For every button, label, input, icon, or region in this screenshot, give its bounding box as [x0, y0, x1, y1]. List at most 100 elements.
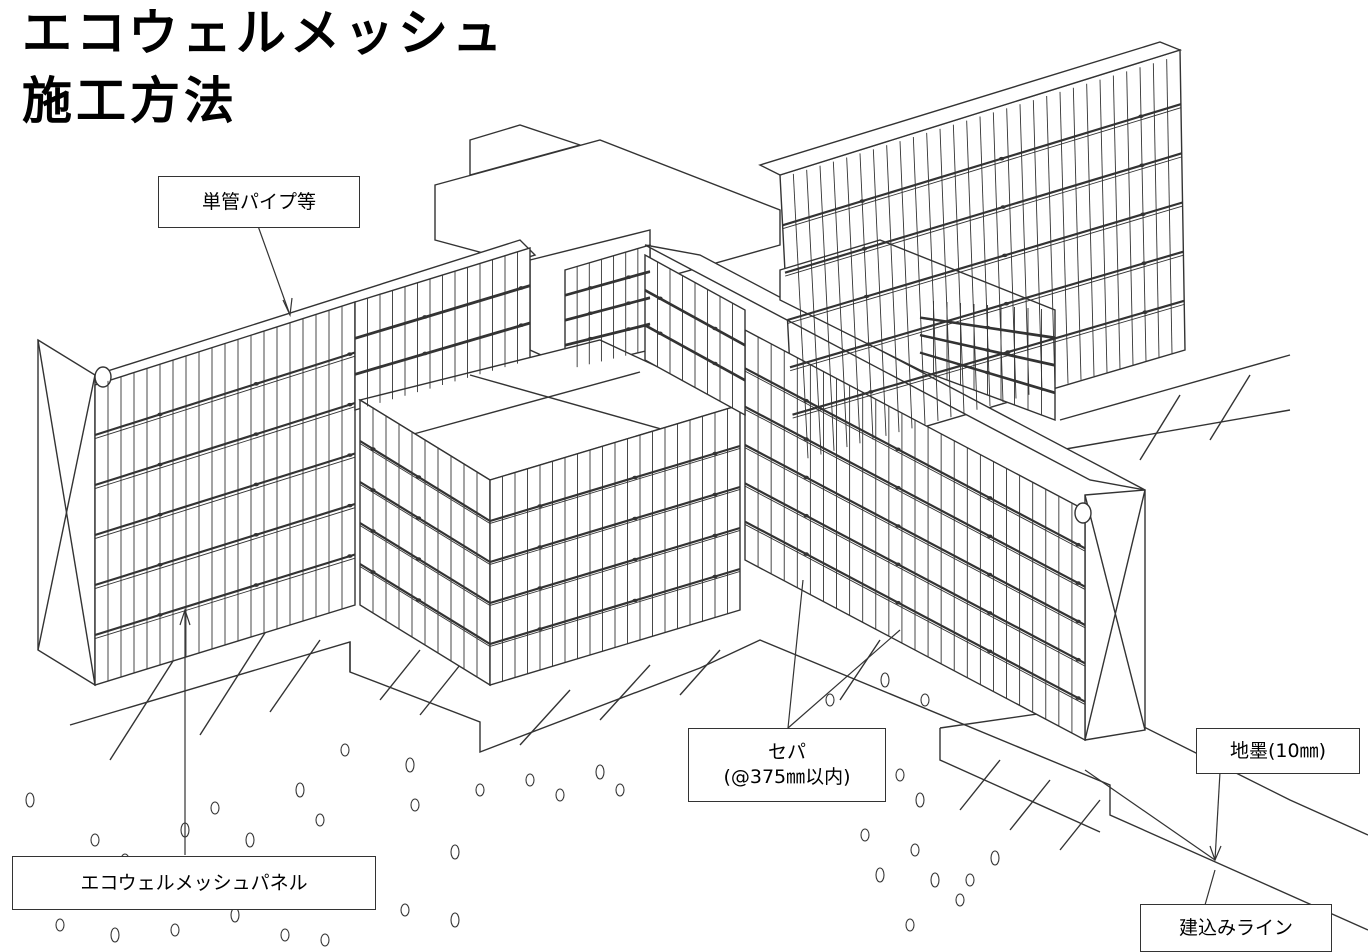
- mesh-line: [94, 456, 356, 540]
- tie-dot: [895, 524, 901, 528]
- tie-dot: [157, 562, 163, 567]
- tie-dot: [1075, 696, 1081, 700]
- tie-dot: [253, 432, 259, 436]
- mesh-line: [489, 489, 741, 565]
- mesh-line: [792, 299, 1185, 416]
- tie-dot: [712, 574, 718, 579]
- tie-dot: [253, 532, 259, 537]
- tie-dot: [859, 199, 865, 203]
- mesh-lines: [94, 59, 1185, 734]
- tie-dot: [803, 552, 809, 556]
- tie-dot: [987, 572, 993, 577]
- mesh-line: [94, 557, 356, 640]
- tie-dot: [518, 323, 524, 328]
- mesh-line: [359, 525, 491, 606]
- mesh-line: [744, 485, 1086, 667]
- tie-dot: [866, 342, 872, 347]
- tie-dot: [712, 492, 718, 497]
- mesh-line: [644, 290, 746, 347]
- tie-dot: [626, 301, 632, 305]
- mesh-line: [489, 444, 741, 523]
- tie-dot: [253, 482, 259, 487]
- mesh-line: [94, 355, 356, 440]
- mesh-line: [94, 351, 356, 437]
- tie-dot: [537, 504, 543, 508]
- tie-dot: [657, 296, 663, 301]
- mesh-line: [787, 201, 1183, 322]
- tie-dot: [347, 352, 353, 356]
- tie-dot: [987, 649, 993, 654]
- tie-dot: [253, 382, 259, 386]
- tie-dot: [803, 437, 809, 441]
- tie-dot: [632, 557, 638, 562]
- mesh-line: [564, 272, 651, 297]
- tie-dot: [803, 513, 809, 518]
- ground-hatching: [109, 374, 1251, 851]
- tie-dot: [347, 402, 353, 407]
- mesh-line: [489, 571, 741, 647]
- mesh-line: [359, 566, 491, 647]
- tie-dot: [347, 554, 353, 558]
- tie-dot: [587, 311, 594, 316]
- tie-dot: [347, 503, 353, 508]
- tie-dot: [370, 447, 376, 451]
- tie-dot: [1003, 301, 1009, 306]
- tie-dot: [253, 583, 259, 587]
- tie-dot: [1075, 581, 1081, 585]
- mesh-line: [94, 502, 356, 587]
- callout-panel-label: エコウェルメッシュパネル: [80, 871, 308, 894]
- mesh-line: [94, 401, 356, 487]
- tie-dot: [1000, 205, 1006, 209]
- callout-separator-spacing: (@375㎜以内): [723, 766, 851, 788]
- tie-dot: [370, 570, 376, 574]
- tie-dot: [518, 286, 524, 290]
- tie-dot: [895, 600, 901, 605]
- callout-pipe: 単管パイプ等: [158, 176, 360, 228]
- tie-dot: [537, 627, 543, 631]
- tie-dot: [895, 485, 901, 490]
- tie-dot: [1139, 163, 1145, 168]
- mesh-line: [784, 152, 1182, 274]
- tie-dot: [347, 453, 353, 457]
- tie-dot: [587, 286, 594, 290]
- callout-install-line-label: 建込みライン: [1178, 916, 1293, 939]
- tie-dot: [415, 516, 422, 520]
- tie-dot: [987, 496, 993, 500]
- mesh-line: [489, 530, 741, 606]
- mesh-line: [789, 250, 1184, 369]
- mesh-line: [744, 482, 1086, 665]
- tie-dot: [415, 475, 422, 479]
- tie-dot: [1005, 350, 1011, 354]
- mesh-line: [744, 524, 1086, 705]
- page-title: エコウェルメッシュ: [22, 4, 506, 62]
- mesh-line: [354, 284, 531, 340]
- tie-dot: [987, 534, 993, 539]
- page-subtitle: 施工方法: [22, 72, 238, 130]
- mesh-line: [489, 485, 741, 564]
- tie-dot: [863, 294, 870, 299]
- mesh-line: [94, 507, 356, 590]
- mesh-line: [744, 447, 1086, 629]
- mesh-line: [94, 452, 356, 537]
- mesh-line: [785, 156, 1182, 277]
- front-box: [358, 339, 742, 687]
- mesh-line: [354, 323, 531, 376]
- tie-dot: [587, 336, 594, 341]
- mesh-line: [787, 205, 1183, 324]
- tie-dot: [1075, 657, 1081, 662]
- callout-separator-label: セパ: [767, 741, 806, 764]
- tie-dot: [712, 451, 718, 456]
- tie-dot: [626, 327, 632, 331]
- tie-dot: [868, 390, 874, 394]
- tie-dot: [712, 361, 718, 366]
- callout-ground-mark: 地墨(10㎜): [1196, 728, 1360, 774]
- tie-dot: [895, 447, 901, 452]
- mesh-line: [792, 303, 1185, 419]
- tie-dot: [632, 516, 638, 521]
- tie-dot: [537, 586, 543, 590]
- mesh-line: [359, 484, 491, 565]
- mesh-line: [354, 321, 531, 376]
- tie-dot: [415, 557, 422, 561]
- tie-dot: [1002, 253, 1008, 258]
